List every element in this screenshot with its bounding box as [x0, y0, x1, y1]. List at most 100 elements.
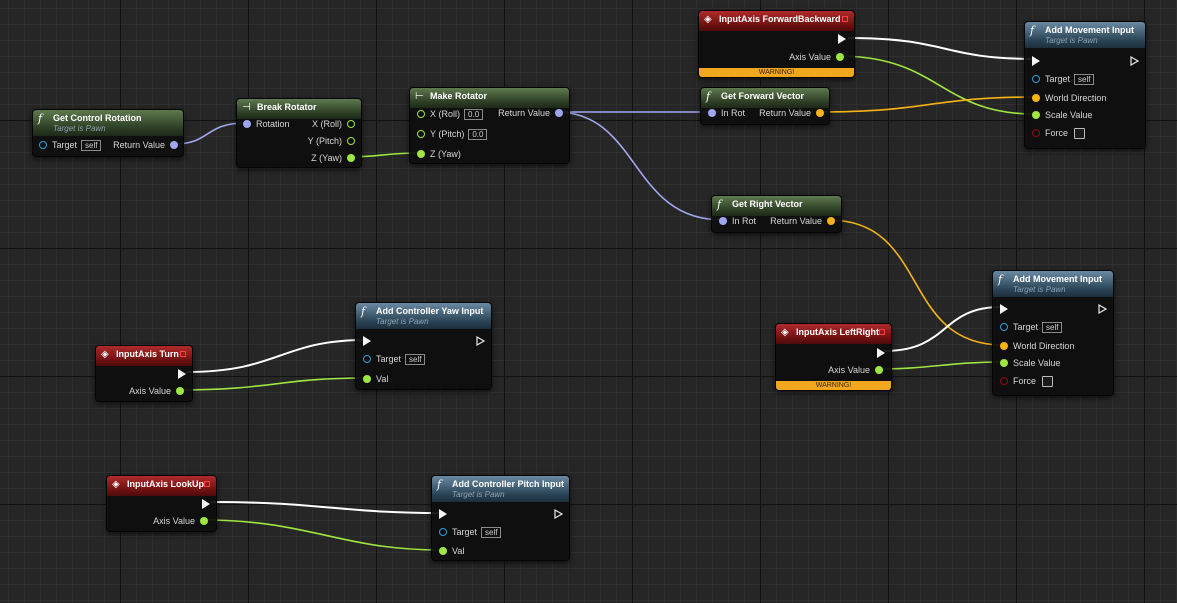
node-break-rotator[interactable]: ⊣ Break Rotator Rotation X (Roll) Y (Pit…	[236, 98, 362, 168]
exec-pin-icon[interactable]	[1032, 56, 1040, 66]
float-pin-icon[interactable]	[1000, 359, 1008, 367]
default-value-box[interactable]: 0.0	[464, 108, 484, 120]
exec-pin-icon[interactable]	[1000, 304, 1008, 314]
bool-pin-icon[interactable]	[1032, 129, 1040, 137]
pin-return-value[interactable]: Return Value	[759, 107, 824, 119]
object-pin-icon[interactable]	[1000, 323, 1008, 331]
default-value-box[interactable]: self	[405, 353, 426, 365]
default-value-box[interactable]: self	[81, 139, 102, 151]
node-add-controller-yaw-input[interactable]: f Add Controller Yaw Input Target is Paw…	[355, 302, 492, 390]
pin-exec-out[interactable]	[838, 33, 846, 45]
pin-target[interactable]: Target self	[1000, 321, 1063, 333]
float-pin-icon[interactable]	[347, 154, 355, 162]
exec-pin-icon[interactable]	[178, 369, 186, 379]
default-value-box[interactable]: self	[481, 526, 502, 538]
float-pin-icon[interactable]	[200, 517, 208, 525]
vector-pin-icon[interactable]	[816, 109, 824, 117]
exec-pin-outline-icon[interactable]	[1130, 56, 1139, 66]
pin-z-yaw[interactable]: Z (Yaw)	[311, 152, 355, 164]
default-value-box[interactable]: self	[1074, 73, 1095, 85]
pin-z-yaw[interactable]: Z (Yaw)	[417, 148, 461, 160]
force-checkbox[interactable]	[1074, 127, 1086, 139]
node-inputaxis-lookup[interactable]: ◈ InputAxis LookUp Axis Value	[106, 475, 217, 532]
pin-exec-out[interactable]	[1098, 303, 1107, 315]
object-pin-icon[interactable]	[363, 355, 371, 363]
bool-pin-icon[interactable]	[1000, 377, 1008, 385]
rotator-pin-icon[interactable]	[170, 141, 178, 149]
exec-pin-icon[interactable]	[202, 499, 210, 509]
delegate-pin-icon[interactable]	[204, 481, 210, 487]
float-pin-icon[interactable]	[439, 547, 447, 555]
vector-pin-icon[interactable]	[1000, 342, 1008, 350]
pin-exec-in[interactable]	[1000, 303, 1008, 315]
exec-pin-icon[interactable]	[363, 336, 371, 346]
pin-in-rot[interactable]: In Rot	[708, 107, 745, 119]
exec-pin-outline-icon[interactable]	[476, 336, 485, 346]
rotator-pin-icon[interactable]	[243, 120, 251, 128]
pin-target[interactable]: Target self	[1032, 73, 1095, 85]
node-inputaxis-turn[interactable]: ◈ InputAxis Turn Axis Value	[95, 345, 193, 402]
pin-exec-in[interactable]	[363, 335, 371, 347]
default-value-box[interactable]: self	[1042, 321, 1063, 333]
exec-pin-outline-icon[interactable]	[554, 509, 563, 519]
delegate-pin-icon[interactable]	[879, 329, 885, 335]
pin-force[interactable]: Force	[1000, 375, 1054, 387]
exec-pin-icon[interactable]	[838, 34, 846, 44]
delegate-pin-icon[interactable]	[842, 16, 848, 22]
pin-target[interactable]: Target self	[39, 139, 102, 151]
node-get-forward-vector[interactable]: f Get Forward Vector In Rot Return Value	[700, 87, 830, 125]
pin-exec-out[interactable]	[554, 508, 563, 520]
float-pin-icon[interactable]	[1032, 111, 1040, 119]
rotator-pin-icon[interactable]	[555, 109, 563, 117]
exec-pin-icon[interactable]	[877, 348, 885, 358]
pin-x-roll[interactable]: X (Roll) 0.0	[417, 108, 484, 120]
node-add-movement-input[interactable]: f Add Movement Input Target is Pawn Targ…	[992, 270, 1114, 396]
object-pin-icon[interactable]	[1032, 75, 1040, 83]
node-add-movement-input[interactable]: f Add Movement Input Target is Pawn Targ…	[1024, 21, 1146, 149]
pin-exec-out[interactable]	[178, 368, 186, 380]
pin-in-rot[interactable]: In Rot	[719, 215, 756, 227]
pin-scale-value[interactable]: Scale Value	[1000, 357, 1060, 369]
pin-exec-out[interactable]	[202, 498, 210, 510]
pin-rotation[interactable]: Rotation	[243, 118, 290, 130]
delegate-pin-icon[interactable]	[180, 351, 186, 357]
node-get-right-vector[interactable]: f Get Right Vector In Rot Return Value	[711, 195, 842, 233]
node-inputaxis-forwardbackward[interactable]: ◈ InputAxis ForwardBackward Axis Value W…	[698, 10, 855, 78]
pin-val[interactable]: Val	[439, 545, 464, 557]
float-pin-icon[interactable]	[417, 150, 425, 158]
float-pin-icon[interactable]	[347, 137, 355, 145]
float-pin-icon[interactable]	[417, 110, 425, 118]
pin-x-roll[interactable]: X (Roll)	[312, 118, 355, 130]
pin-val[interactable]: Val	[363, 373, 388, 385]
pin-exec-in[interactable]	[1032, 55, 1040, 67]
pin-force[interactable]: Force	[1032, 127, 1086, 139]
pin-y-pitch[interactable]: Y (Pitch) 0.0	[417, 128, 488, 140]
float-pin-icon[interactable]	[836, 53, 844, 61]
rotator-pin-icon[interactable]	[708, 109, 716, 117]
pin-return-value[interactable]: Return Value	[498, 107, 563, 119]
pin-return-value[interactable]: Return Value	[113, 139, 178, 151]
node-inputaxis-leftright[interactable]: ◈ InputAxis LeftRight Axis Value WARNING…	[775, 323, 892, 391]
pin-exec-out[interactable]	[1130, 55, 1139, 67]
node-get-control-rotation[interactable]: f Get Control Rotation Target is Pawn Ta…	[32, 109, 184, 157]
force-checkbox[interactable]	[1042, 375, 1054, 387]
pin-world-direction[interactable]: World Direction	[1032, 92, 1106, 104]
rotator-pin-icon[interactable]	[719, 217, 727, 225]
pin-return-value[interactable]: Return Value	[770, 215, 835, 227]
exec-pin-outline-icon[interactable]	[1098, 304, 1107, 314]
pin-scale-value[interactable]: Scale Value	[1032, 109, 1092, 121]
pin-exec-out[interactable]	[476, 335, 485, 347]
pin-world-direction[interactable]: World Direction	[1000, 340, 1074, 352]
float-pin-icon[interactable]	[363, 375, 371, 383]
node-add-controller-pitch-input[interactable]: f Add Controller Pitch Input Target is P…	[431, 475, 570, 561]
pin-axis-value[interactable]: Axis Value	[129, 385, 184, 397]
pin-y-pitch[interactable]: Y (Pitch)	[308, 135, 355, 147]
pin-axis-value[interactable]: Axis Value	[789, 51, 844, 63]
default-value-box[interactable]: 0.0	[468, 128, 488, 140]
exec-pin-icon[interactable]	[439, 509, 447, 519]
object-pin-icon[interactable]	[39, 141, 47, 149]
float-pin-icon[interactable]	[176, 387, 184, 395]
pin-target[interactable]: Target self	[439, 526, 502, 538]
pin-axis-value[interactable]: Axis Value	[828, 364, 883, 376]
pin-axis-value[interactable]: Axis Value	[153, 515, 208, 527]
